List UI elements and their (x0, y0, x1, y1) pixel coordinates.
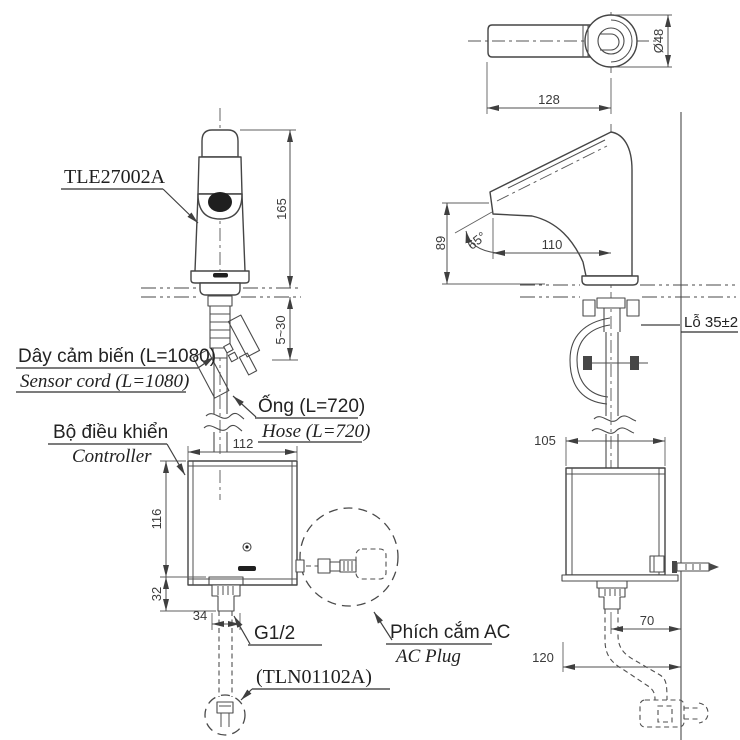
dim-spout-diameter: Ø48 (651, 29, 666, 54)
ac-plug-detail (295, 507, 399, 607)
controller-side (561, 467, 719, 728)
sensor-window (208, 192, 232, 212)
dim-outlet-height: 89 (433, 236, 448, 250)
model-label: TLE27002A (64, 166, 166, 188)
front-labels: TLE27002A Dây cảm biến (L=1080) Sensor c… (16, 166, 510, 701)
cord-connector-lower (192, 349, 230, 399)
cord-connector-upper (227, 314, 261, 358)
dim-deck-thickness: 5~30 (273, 315, 288, 344)
dim-controller-width: 112 (233, 436, 254, 451)
deck-side (520, 284, 736, 298)
faucet-side (489, 124, 639, 468)
stop-valve (216, 701, 234, 727)
top-view-dimensions: Ø48 128 (486, 14, 672, 114)
spout-top-view (468, 12, 658, 74)
wall-bracket (649, 555, 665, 573)
ac-plug-label-en: AC Plug (394, 646, 461, 667)
side-dimensions-lower: 105 70 120 (532, 433, 681, 672)
thread-label: G1/2 (254, 623, 295, 644)
hole-label-group: Lỗ 35±2 (641, 314, 738, 333)
outlet-slot (213, 273, 228, 278)
hose-label-en: Hose (L=720) (261, 421, 370, 442)
dim-fitting-height: 32 (149, 587, 164, 601)
dim-controller-to-wall: 120 (532, 650, 554, 665)
ac-plug-label-vi: Phích cắm AC (390, 621, 510, 643)
dim-pipe-to-wall: 70 (640, 613, 654, 628)
dim-controller-height: 116 (149, 509, 164, 530)
dim-fitting-width: 34 (193, 608, 207, 623)
controller-label-vi: Bộ điều khiển (53, 422, 168, 443)
sensor-cord-label-vi: Dây cảm biến (L=1080) (18, 346, 216, 367)
controller-front (187, 460, 298, 736)
dim-spout-total-height: 165 (274, 198, 289, 220)
faucet-front (190, 129, 250, 296)
ac-plug-body (355, 548, 387, 580)
dim-spout-length: 128 (538, 92, 560, 107)
controller-slot (238, 566, 256, 571)
side-view: Ø48 128 89 (433, 12, 738, 740)
valve-model-label: (TLN01102A) (256, 666, 372, 688)
front-view: 165 5~30 112 116 32 34 TLE27002A (16, 108, 510, 736)
under-deck-side (569, 297, 648, 468)
mounting-hole-label: Lỗ 35±2 (684, 314, 738, 331)
stop-valve-circle (204, 694, 246, 736)
wall-outlet-plug (639, 699, 709, 728)
pipe-break (205, 412, 245, 420)
mounting-screw (672, 561, 719, 573)
deck-front (141, 287, 301, 298)
dim-controller-depth: 105 (534, 433, 556, 448)
controller-label-en: Controller (72, 446, 152, 467)
outlet-fitting (211, 584, 241, 612)
cord-connector-pins (223, 342, 239, 363)
front-dimensions: 165 5~30 112 116 32 34 (149, 129, 298, 630)
under-deck-front (192, 295, 261, 452)
hose-label-vi: Ống (L=720) (258, 395, 365, 417)
cord-plug (238, 352, 258, 376)
dim-spout-angle: 65° (464, 229, 489, 253)
sensor-cord-label-en: Sensor cord (L=1080) (20, 371, 189, 392)
dim-outlet-reach: 110 (542, 237, 563, 252)
